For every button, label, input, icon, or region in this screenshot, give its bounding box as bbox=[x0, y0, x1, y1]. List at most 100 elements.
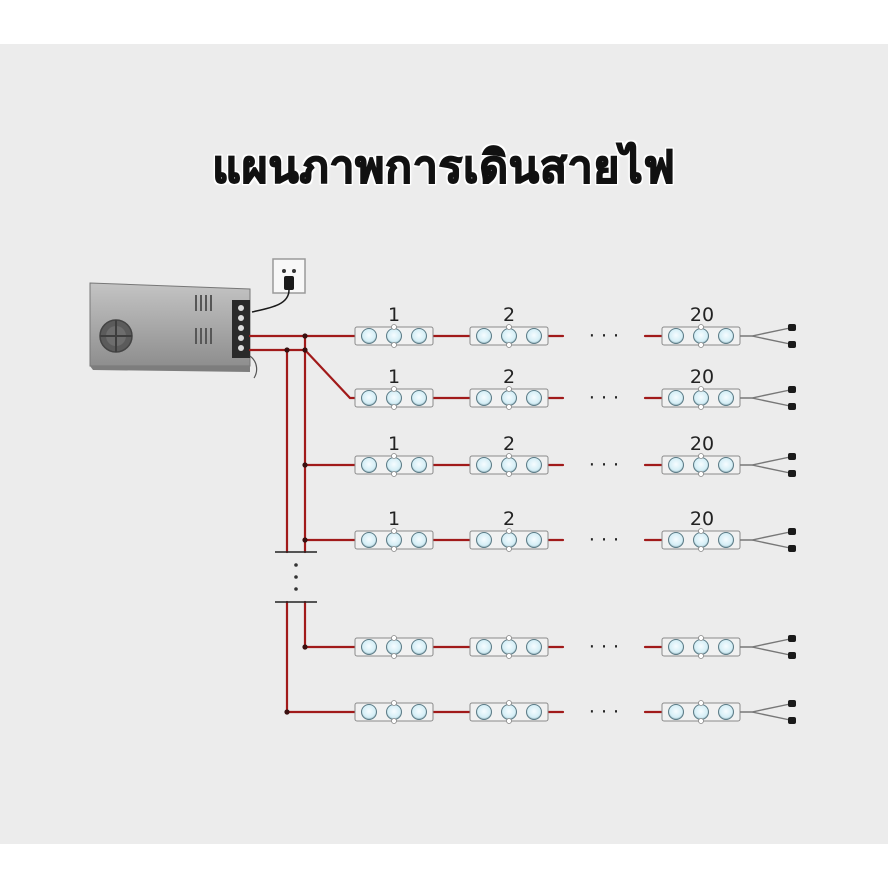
module-number-label: 1 bbox=[388, 366, 400, 388]
vertical-ellipsis-dot bbox=[294, 587, 298, 591]
mount-hole bbox=[506, 700, 512, 706]
led-chip bbox=[668, 390, 684, 406]
wire-connector-icon bbox=[740, 386, 796, 410]
led-chip bbox=[668, 704, 684, 720]
module-number-label: 1 bbox=[388, 508, 400, 530]
led-chip bbox=[526, 457, 542, 473]
vertical-ellipsis-dot bbox=[294, 575, 298, 579]
output-wire bbox=[751, 397, 791, 407]
mount-hole bbox=[698, 718, 704, 724]
led-chip bbox=[693, 390, 709, 406]
led-module-icon bbox=[469, 453, 549, 477]
connector-tip bbox=[788, 700, 796, 707]
module-number-label: 20 bbox=[690, 433, 714, 455]
led-chip bbox=[361, 532, 377, 548]
led-module-icon bbox=[354, 386, 434, 410]
led-module-icon bbox=[469, 528, 549, 552]
led-chip bbox=[411, 639, 427, 655]
led-chip bbox=[411, 328, 427, 344]
wire-junction-dot bbox=[302, 537, 308, 543]
led-chip bbox=[693, 639, 709, 655]
module-number-label: 2 bbox=[503, 366, 515, 388]
output-wire bbox=[740, 456, 791, 466]
led-chip bbox=[501, 704, 517, 720]
led-chip bbox=[361, 457, 377, 473]
led-module-icon bbox=[661, 635, 741, 659]
mount-hole bbox=[506, 471, 512, 477]
horizontal-ellipsis: · · · bbox=[589, 387, 619, 409]
mount-hole bbox=[391, 528, 397, 534]
wire-junction-dot bbox=[302, 347, 308, 353]
mount-hole bbox=[698, 342, 704, 348]
mount-hole bbox=[506, 404, 512, 410]
led-chip bbox=[501, 390, 517, 406]
led-chip bbox=[526, 704, 542, 720]
led-chip bbox=[693, 704, 709, 720]
output-wire bbox=[740, 638, 791, 648]
horizontal-ellipsis: · · · bbox=[589, 636, 619, 658]
wire-connector-icon bbox=[740, 528, 796, 552]
mount-hole bbox=[506, 453, 512, 459]
led-chip bbox=[386, 704, 402, 720]
led-chip bbox=[526, 639, 542, 655]
connector-tip bbox=[788, 652, 796, 659]
led-module-icon bbox=[661, 386, 741, 410]
led-module-icon bbox=[354, 324, 434, 348]
feed-wire-row2 bbox=[303, 348, 360, 400]
output-wire bbox=[751, 539, 791, 549]
mount-hole bbox=[506, 528, 512, 534]
led-chip bbox=[718, 328, 734, 344]
page-title: แผนภาพการเดินสายไฟ bbox=[212, 141, 676, 194]
output-wire bbox=[740, 703, 791, 713]
mount-hole bbox=[506, 342, 512, 348]
mount-hole bbox=[698, 386, 704, 392]
led-chip bbox=[668, 639, 684, 655]
mount-hole bbox=[391, 546, 397, 552]
mount-hole bbox=[391, 635, 397, 641]
module-number-label: 2 bbox=[503, 304, 515, 326]
led-chip bbox=[693, 328, 709, 344]
led-chip bbox=[718, 532, 734, 548]
module-number-label: 20 bbox=[690, 366, 714, 388]
led-chip bbox=[476, 328, 492, 344]
wire-junction-dot bbox=[284, 709, 290, 715]
led-module-icon bbox=[661, 324, 741, 348]
module-number-label: 2 bbox=[503, 508, 515, 530]
led-chip bbox=[411, 532, 427, 548]
module-number-label: 20 bbox=[690, 304, 714, 326]
horizontal-ellipsis: · · · bbox=[589, 454, 619, 476]
connector-tip bbox=[788, 403, 796, 410]
horizontal-ellipsis: · · · bbox=[589, 701, 619, 723]
led-module-icon bbox=[469, 386, 549, 410]
led-chip bbox=[411, 704, 427, 720]
led-chip bbox=[386, 390, 402, 406]
wire-connector-icon bbox=[740, 453, 796, 477]
wire-junction-dot bbox=[302, 333, 308, 339]
output-wire bbox=[751, 464, 791, 474]
mount-hole bbox=[506, 546, 512, 552]
connector-tip bbox=[788, 386, 796, 393]
mount-hole bbox=[506, 386, 512, 392]
horizontal-ellipsis: · · · bbox=[589, 529, 619, 551]
connector-tip bbox=[788, 528, 796, 535]
connector-tip bbox=[788, 635, 796, 642]
wire-junction-dot bbox=[302, 462, 308, 468]
led-chip bbox=[718, 704, 734, 720]
led-chip bbox=[386, 532, 402, 548]
led-chip bbox=[668, 457, 684, 473]
led-chip bbox=[693, 532, 709, 548]
mount-hole bbox=[506, 653, 512, 659]
led-module-icon bbox=[354, 528, 434, 552]
mount-hole bbox=[391, 718, 397, 724]
mount-hole bbox=[391, 404, 397, 410]
module-number-label: 2 bbox=[503, 433, 515, 455]
led-chip bbox=[476, 704, 492, 720]
led-chip bbox=[386, 328, 402, 344]
led-module-icon bbox=[354, 635, 434, 659]
mount-hole bbox=[391, 700, 397, 706]
output-wire bbox=[751, 711, 791, 721]
mount-hole bbox=[698, 404, 704, 410]
mount-hole bbox=[391, 324, 397, 330]
led-chip bbox=[501, 639, 517, 655]
